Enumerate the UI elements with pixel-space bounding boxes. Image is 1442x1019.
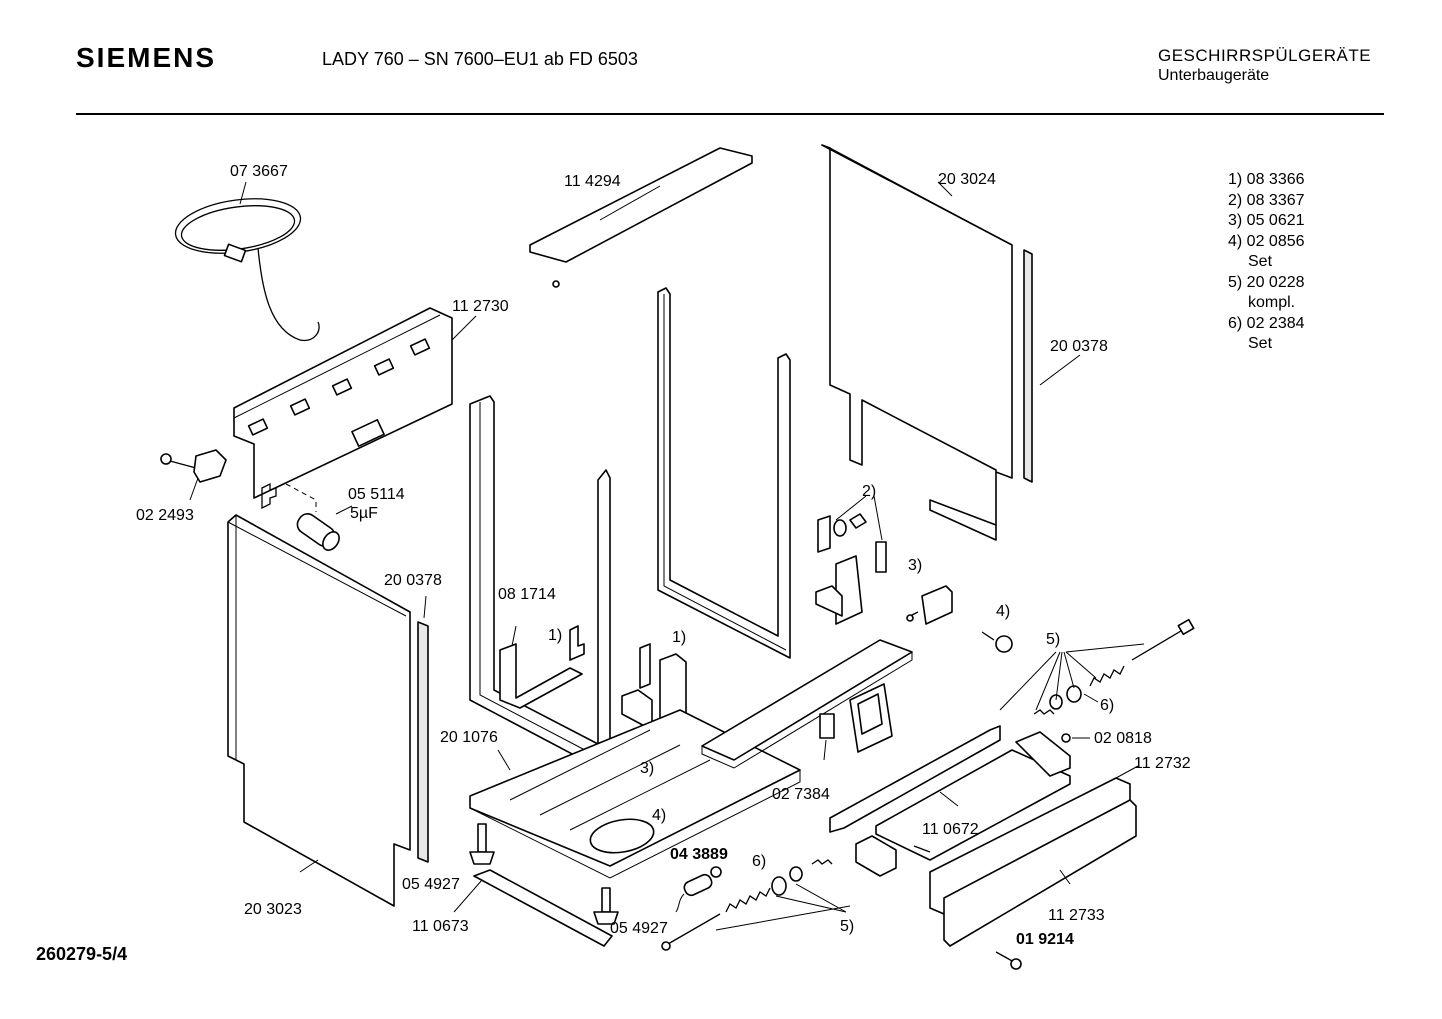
label-054927-left: 05 4927 (402, 876, 460, 893)
seal-strip-right-part (1023, 249, 1081, 483)
callout-1-left: 1) (548, 627, 562, 644)
callout-4-right: 4) (996, 603, 1010, 620)
document-number: 260279-5/4 (36, 944, 128, 964)
label-203023: 20 3023 (244, 901, 302, 918)
callout-6-lower: 6) (752, 853, 766, 870)
callout-5-upper: 5) (1046, 631, 1060, 648)
label-200378-right: 20 0378 (1050, 338, 1108, 355)
callout-3-right: 3) (908, 557, 922, 574)
parts-legend: 1) 08 3366 2) 08 3367 3) 05 0621 4) 02 0… (1228, 170, 1305, 355)
clip-and-cap-right-part (906, 585, 1013, 653)
category-subtitle: Unterbaugeräte (1158, 67, 1270, 84)
legend-item: 5) 20 0228 (1228, 273, 1305, 291)
bracket-lower-part (855, 835, 931, 877)
legend-item: 1) 08 3366 (1228, 171, 1305, 188)
label-201076: 20 1076 (440, 729, 498, 746)
side-panel-right-part (821, 144, 1013, 541)
label-110672: 11 0672 (922, 821, 979, 838)
spring-upper-part (999, 618, 1195, 715)
callout-5-lower: 5) (840, 918, 854, 935)
label-022493: 02 2493 (136, 507, 194, 524)
roller-set-lower-part (715, 859, 851, 931)
legend-note: Set (1248, 335, 1273, 352)
label-203024: 20 3024 (938, 171, 996, 188)
screw-020818-part (1061, 733, 1090, 743)
label-019214: 01 9214 (1016, 931, 1074, 948)
label-110673: 11 0673 (412, 918, 469, 935)
label-5uf: 5µF (350, 505, 378, 522)
legend-item: 6) 02 2384 (1228, 314, 1305, 332)
adjustable-foot-left-part (469, 823, 495, 865)
seal-strip-left-part (417, 595, 429, 863)
label-073667: 07 3667 (230, 163, 288, 180)
label-112732: 11 2732 (1134, 755, 1191, 772)
label-055114: 05 5114 (348, 486, 405, 503)
category-title: GESCHIRRSPÜLGERÄTE (1158, 46, 1372, 65)
top-strip-part (529, 147, 753, 288)
callout-2: 2) (862, 483, 876, 500)
legend-note: Set (1248, 253, 1273, 270)
switch-part (819, 713, 835, 761)
front-rail-part (829, 725, 1071, 861)
legend-note: kompl. (1248, 294, 1296, 311)
legend-item: 3) 05 0621 (1228, 212, 1305, 229)
page-header: SIEMENS LADY 760 – SN 7600–EU1 ab FD 650… (0, 0, 1442, 120)
legend-item: 4) 02 0856 (1228, 232, 1305, 250)
capacitor-part (285, 483, 353, 551)
frame-rear-part (657, 287, 791, 659)
hinge-right-part (815, 495, 887, 625)
cable-clamp-part (160, 449, 227, 501)
power-cord-part (174, 181, 320, 342)
mounting-bracket-part (499, 625, 583, 709)
door-rail-part (701, 639, 913, 769)
label-200378-left: 20 0378 (384, 572, 442, 589)
base-rail-part (453, 869, 613, 947)
label-114294: 11 4294 (564, 173, 621, 190)
label-043889: 04 3889 (670, 846, 728, 863)
model-title: LADY 760 – SN 7600–EU1 ab FD 6503 (322, 49, 638, 69)
control-panel-part (233, 307, 477, 510)
valve-part (675, 866, 722, 913)
label-081714: 08 1714 (498, 586, 556, 603)
screw-019214-part (995, 951, 1022, 970)
callout-3-left: 3) (640, 760, 654, 777)
label-112730: 11 2730 (452, 298, 509, 315)
header-rule (76, 113, 1384, 115)
label-020818: 02 0818 (1094, 730, 1152, 747)
frame-left-part (469, 395, 611, 775)
front-panel-part (227, 514, 411, 907)
adjustable-foot-right-part (593, 887, 619, 925)
callout-1-center: 1) (672, 629, 686, 646)
callout-6-right: 6) (1100, 697, 1114, 714)
brand-logo: SIEMENS (76, 42, 217, 73)
kickplate-lower-part (943, 799, 1137, 947)
label-027384: 02 7384 (772, 786, 830, 803)
label-112733: 11 2733 (1048, 907, 1105, 924)
callout-4-left: 4) (652, 807, 666, 824)
spring-lower-part (661, 887, 771, 951)
label-054927-right: 05 4927 (610, 920, 668, 937)
legend-item: 2) 08 3367 (1228, 191, 1305, 209)
